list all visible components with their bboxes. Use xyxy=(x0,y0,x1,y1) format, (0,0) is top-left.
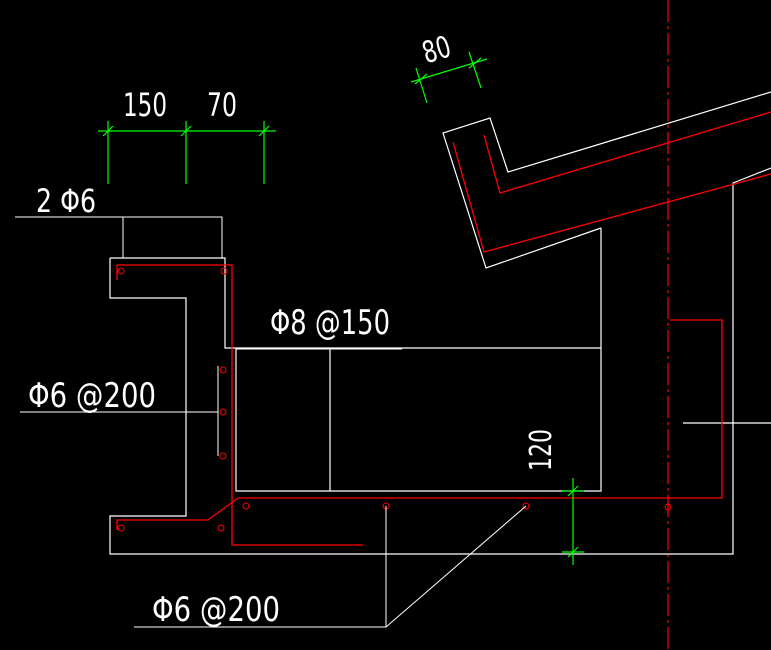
dim-text-70: 70 xyxy=(207,86,237,124)
rebar-lines xyxy=(116,111,771,546)
dim-text-120: 120 xyxy=(524,429,559,471)
label-wall-bars: Φ6 @200 xyxy=(28,376,156,416)
leader-lines xyxy=(15,216,527,628)
dimension-150-70 xyxy=(98,121,276,184)
dim-text-150: 150 xyxy=(123,86,167,124)
rebar-dots xyxy=(117,267,672,532)
dimension-80 xyxy=(410,51,488,104)
concrete-outline xyxy=(109,91,771,555)
dimension-120 xyxy=(562,478,584,565)
dim-text-80: 80 xyxy=(418,30,455,72)
label-stirrup: Φ8 @150 xyxy=(270,303,390,343)
label-bottom-bars: Φ6 @200 xyxy=(152,590,280,630)
label-top-bars: 2 Φ6 xyxy=(36,182,96,220)
